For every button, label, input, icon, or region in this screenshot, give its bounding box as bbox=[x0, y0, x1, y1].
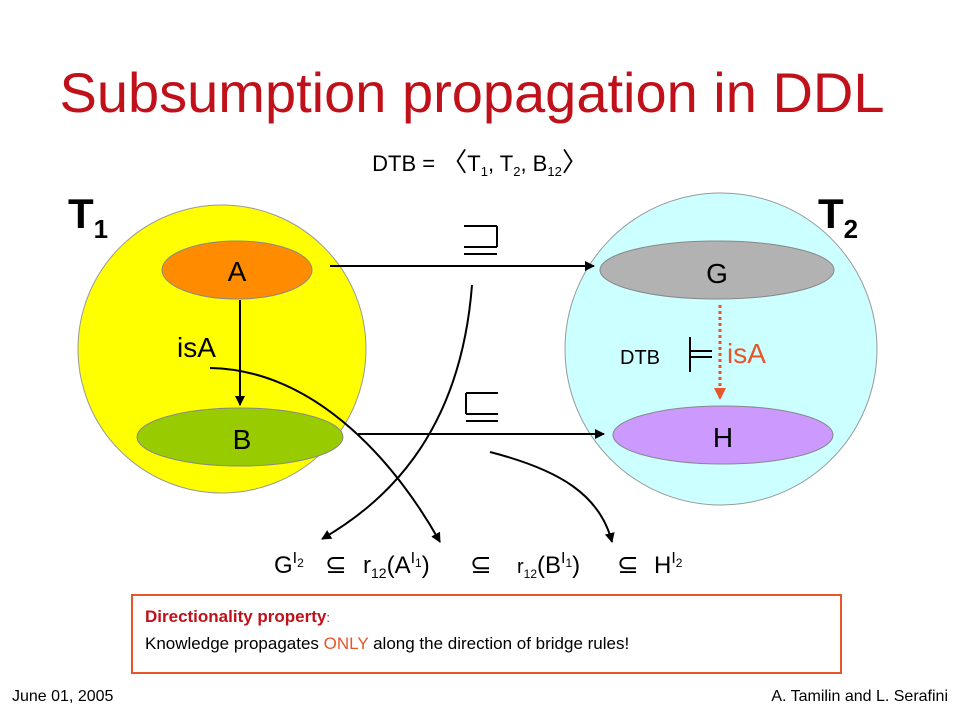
directionality-property-box: Directionality property: Knowledge propa… bbox=[131, 594, 842, 674]
ontology-t1-label: T1 bbox=[68, 190, 108, 244]
formula-r12-a: r12(AI1) bbox=[363, 550, 430, 581]
formula-h: HI2 bbox=[654, 550, 683, 579]
dtb-t1-sub: 1 bbox=[481, 164, 488, 179]
property-text: Knowledge propagates ONLY along the dire… bbox=[145, 634, 630, 653]
dtb-sep2: , B bbox=[520, 151, 547, 176]
page-title: Subsumption propagation in DDL bbox=[60, 61, 885, 124]
subseteq-icon-3: ⊆ bbox=[617, 549, 639, 579]
subsumption-formula: GI2 ⊆ r12(AI1) ⊆ r12(BI1) ⊆ HI2 bbox=[274, 549, 683, 581]
concept-h-node[interactable] bbox=[612, 405, 834, 465]
footer-date: June 01, 2005 bbox=[12, 688, 114, 705]
isa-label-t1: isA bbox=[177, 332, 216, 363]
dtb-entails-label: DTB bbox=[620, 347, 660, 369]
formula-g: GI2 bbox=[274, 550, 304, 579]
concept-g-label: G bbox=[706, 258, 728, 289]
dtb-definition: DTB = 〈T1, T2, B12〉 bbox=[372, 147, 588, 179]
into-symbol-icon bbox=[464, 225, 498, 255]
concept-b-label: B bbox=[233, 424, 252, 455]
ontology-t2-label: T2 bbox=[818, 190, 858, 244]
concept-a-node[interactable] bbox=[161, 240, 313, 300]
property-highlight: ONLY bbox=[323, 634, 369, 653]
concept-h-label: H bbox=[713, 422, 733, 453]
subseteq-icon-2: ⊆ bbox=[470, 549, 492, 579]
dtb-t2-sub: 2 bbox=[513, 164, 520, 179]
dtb-prefix: DTB = bbox=[372, 151, 441, 176]
concept-a-label: A bbox=[228, 256, 247, 287]
property-title-line: Directionality property: bbox=[145, 604, 828, 631]
property-colon: : bbox=[326, 610, 330, 625]
formula-r12-b: r12(BI1) bbox=[517, 550, 580, 581]
isa-label-t2: isA bbox=[727, 338, 766, 369]
dtb-sep1: , T bbox=[488, 151, 513, 176]
dtb-b12-sub: 12 bbox=[547, 164, 561, 179]
curve-arrow-onto-to-h bbox=[489, 451, 615, 543]
subseteq-icon-1: ⊆ bbox=[325, 549, 347, 579]
concept-g-node[interactable] bbox=[599, 240, 835, 300]
entails-icon bbox=[689, 337, 712, 372]
curve-arrow-into-to-g bbox=[321, 284, 473, 540]
footer-authors: A. Tamilin and L. Serafini bbox=[771, 688, 948, 705]
dtb-t1: T bbox=[467, 151, 480, 176]
concept-b-node[interactable] bbox=[136, 407, 344, 467]
onto-symbol-icon bbox=[465, 392, 498, 422]
property-title: Directionality property bbox=[145, 607, 327, 626]
curve-arrow-isa-to-subsumption bbox=[209, 367, 441, 543]
